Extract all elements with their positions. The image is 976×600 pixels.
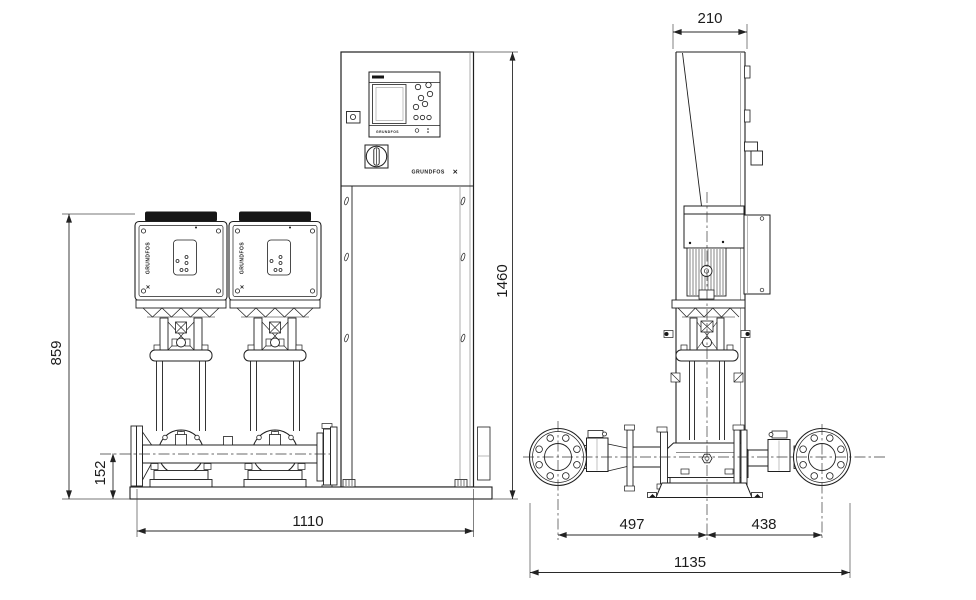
base-frame: [129, 486, 493, 500]
panel-ok-button[interactable]: [414, 128, 420, 133]
discharge-valve[interactable]: [767, 430, 791, 472]
motor-flange-plate: [135, 299, 227, 309]
cabinet-door-edge: [682, 52, 704, 219]
dim-overall-length: 1110: [136, 489, 474, 537]
panel-brand-label: GRUNDFOS: [376, 130, 399, 134]
dim-152-label: 152: [92, 460, 109, 485]
control-cabinet: GRUNDFOS GRUNDFOS ✕: [340, 51, 491, 488]
motor-housing-side: [683, 213, 745, 249]
cabinet-foot-left: [342, 479, 356, 488]
dim-discharge-offset: 438: [707, 516, 822, 538]
terminal-box: [743, 214, 771, 295]
motor-brand-label: GRUNDFOS: [146, 242, 152, 274]
motor-brand-mark-icon: ✕: [145, 284, 152, 289]
dim-1460-label: 1460: [494, 264, 511, 297]
cabinet-hinge-top: [744, 65, 751, 79]
cabinet-foot-right: [454, 479, 468, 488]
pump-head: [149, 349, 213, 362]
suction-valve[interactable]: [586, 430, 609, 472]
dim-pump-height: 859: [48, 213, 135, 500]
panel-model-text: [372, 75, 384, 79]
motor-fan-cap: [145, 211, 217, 222]
cabinet-brand-label: GRUNDFOS: [412, 170, 445, 176]
grundfos-mark-icon: ✕: [453, 169, 459, 176]
side-view: 210 497 438 1135: [523, 10, 886, 578]
front-view: GRUNDFOS GRUNDFOS ✕: [48, 51, 518, 537]
dim-1110-label: 1110: [292, 513, 323, 530]
end-flange-pack: [316, 432, 324, 482]
dim-suction-offset: 497: [558, 516, 707, 538]
hex-plug: [701, 453, 713, 464]
dim-859-label: 859: [48, 340, 65, 365]
panel-display: [372, 84, 407, 124]
dim-497-label: 497: [619, 516, 644, 533]
motor-keypad-dots: [175, 255, 189, 272]
pump2-foot-group: [243, 431, 307, 488]
dim-overall-depth: 1135: [529, 503, 851, 578]
suction-pipework: [528, 424, 660, 492]
suction-flange: [130, 425, 137, 487]
dim-438-label: 438: [751, 516, 776, 533]
panel-buttons[interactable]: [412, 81, 434, 121]
cabinet-handle[interactable]: [744, 141, 763, 166]
cabinet-hinge-mid: [744, 109, 751, 123]
controller-panel: GRUNDFOS: [368, 71, 441, 138]
shaft-coupling: [176, 337, 186, 348]
cabinet-side-bracket: [477, 426, 491, 481]
pump-sleeve-tie-rods: [156, 361, 206, 431]
pump-pedestal: [655, 482, 753, 498]
centerlines: [523, 192, 886, 540]
dim-210-label: 210: [697, 10, 722, 27]
manifold-stub: [223, 436, 233, 446]
cabinet-vent-slots: [344, 196, 466, 343]
dim-manifold-height: 152: [92, 453, 116, 499]
motor-screws: [140, 228, 221, 294]
indicator-lamp-icon: [346, 111, 361, 124]
motor-side: [663, 205, 771, 352]
dim-cabinet-depth: 210: [672, 10, 748, 49]
main-switch-icon[interactable]: [364, 144, 389, 169]
dim-cabinet-height: 1460: [473, 51, 518, 500]
motor-keypad[interactable]: [173, 239, 197, 276]
dim-1135-label: 1135: [674, 554, 706, 571]
cabinet-side: [675, 51, 763, 498]
